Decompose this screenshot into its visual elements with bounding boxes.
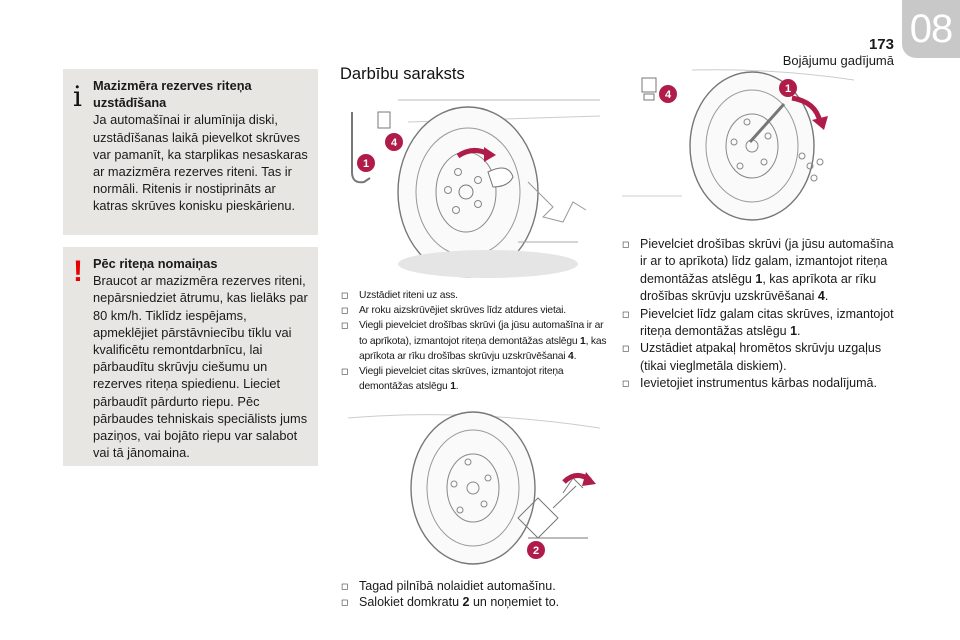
list-item: ◻Tagad pilnībā nolaidiet automašīnu.	[341, 579, 556, 593]
illustration-fit-wheel: 4 1	[351, 99, 601, 278]
callout-4: 4	[659, 85, 677, 103]
info-box-title: Mazizmēra rezerves riteņa uzstādīšana	[93, 78, 252, 111]
callout-1: 1	[357, 154, 375, 172]
svg-text:4: 4	[391, 137, 398, 149]
callout-1: 1	[779, 79, 797, 97]
list-item: ◻Ievietojiet instrumentus kārbas nodalīj…	[622, 375, 902, 392]
illustration-tighten-bolts: 4 1	[622, 69, 854, 221]
callout-4: 4	[385, 133, 403, 151]
list-item: ◻Pievelciet līdz galam citas skrūves, iz…	[622, 306, 894, 339]
list-item: ◻Viegli pievelciet drošības skrūvi (ja j…	[341, 320, 607, 362]
list-item: ◻Pievelciet drošības skrūvi (ja jūsu aut…	[622, 237, 894, 304]
checkbox-icon: ◻	[341, 366, 349, 377]
list-item: ◻Uzstādiet riteni uz ass.	[341, 288, 607, 303]
warning-box-body: Braucot ar mazizmēra rezerves riteni, ne…	[93, 273, 308, 461]
warning-box-title: Pēc riteņa nomaiņas	[93, 256, 218, 271]
checkbox-icon: ◻	[341, 581, 349, 591]
section-title: Darbību saraksts	[340, 65, 465, 83]
steps-list-tighten-bolts: ◻Pievelciet drošības skrūvi (ja jūsu aut…	[622, 236, 902, 393]
checkbox-icon: ◻	[341, 597, 349, 607]
checkbox-icon: ◻	[341, 305, 349, 316]
svg-text:2: 2	[533, 545, 539, 557]
steps-list-lower-jack: ◻Tagad pilnībā nolaidiet automašīnu. ◻Sa…	[341, 578, 607, 610]
warning-icon: !	[73, 255, 83, 288]
info-box-body: Ja automašīnai ir alumīnija diski, uzstā…	[93, 112, 308, 214]
list-item: ◻Salokiet domkratu 2 un noņemiet to.	[341, 595, 560, 609]
chapter-badge: 08	[902, 0, 960, 58]
callout-2: 2	[527, 541, 545, 559]
svg-text:1: 1	[785, 83, 791, 95]
checkbox-icon: ◻	[341, 290, 349, 300]
svg-text:4: 4	[665, 89, 672, 101]
steps-list-fit-wheel: ◻Uzstādiet riteni uz ass. ◻Ar roku aizsk…	[341, 288, 607, 394]
checkbox-icon: ◻	[341, 320, 349, 331]
info-icon: i	[73, 80, 82, 113]
warning-box: ! Pēc riteņa nomaiņas Braucot ar mazizmē…	[63, 247, 318, 466]
info-box: i Mazizmēra rezerves riteņa uzstādīšana …	[63, 69, 318, 235]
list-item: ◻Uzstādiet atpakaļ hromētos skrūvju uzga…	[622, 341, 882, 373]
list-item: ◻Ar roku aizskrūvējiet skrūves līdz atdu…	[341, 303, 607, 318]
svg-text:1: 1	[363, 158, 369, 170]
checkbox-icon: ◻	[622, 308, 630, 319]
page-header: 173 Bojājumu gadījumā	[783, 36, 894, 69]
list-item: ◻Viegli pievelciet citas skrūves, izmant…	[341, 366, 564, 393]
checkbox-icon: ◻	[622, 378, 630, 389]
illustration-lower-jack: 2	[347, 411, 601, 565]
chapter-title: Bojājumu gadījumā	[782, 53, 894, 68]
checkbox-icon: ◻	[622, 343, 630, 354]
checkbox-icon: ◻	[622, 239, 630, 249]
page-number: 173	[868, 36, 894, 53]
